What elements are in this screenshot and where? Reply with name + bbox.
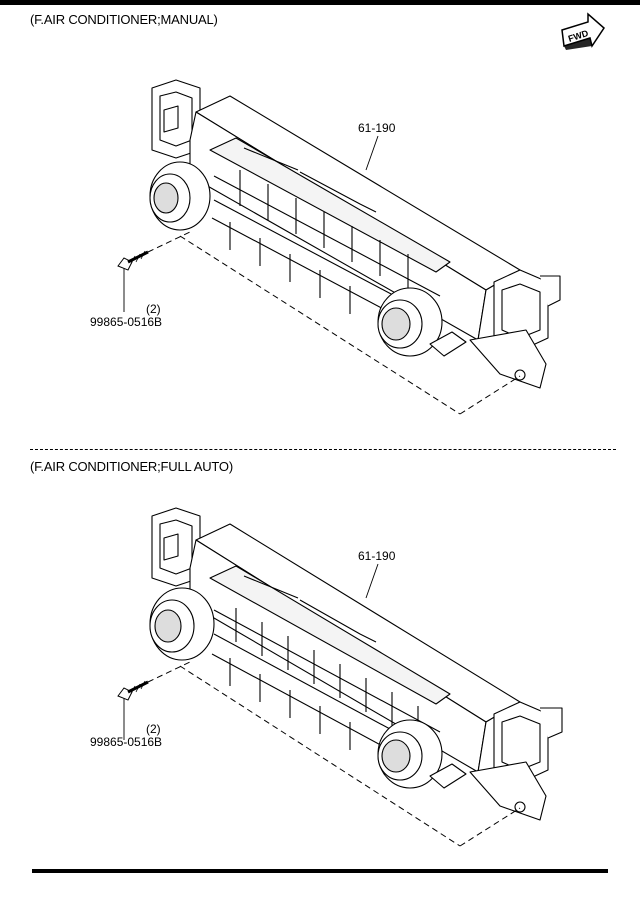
- mounting-flange: [469, 329, 547, 389]
- mounting-flange: [469, 761, 547, 821]
- fwd-arrow-icon: FWD: [561, 12, 605, 50]
- section-title-manual: (F.AIR CONDITIONER;MANUAL): [30, 12, 218, 27]
- part-number-label: 61-190: [358, 549, 396, 563]
- section-divider: [30, 449, 616, 450]
- part-number-label: 61-190: [358, 121, 396, 135]
- top-border-bar: [0, 0, 640, 5]
- section-title-full-auto: (F.AIR CONDITIONER;FULL AUTO): [30, 459, 233, 474]
- screw-part-number-label: 99865-0516B: [90, 315, 162, 329]
- screw: [117, 680, 149, 701]
- screw: [117, 250, 149, 271]
- screw-part-number-label: 99865-0516B: [90, 735, 162, 749]
- mounting-hole: [514, 801, 526, 813]
- mounting-hole: [514, 369, 526, 381]
- screw-quantity-label: (2): [146, 722, 161, 736]
- diagram-manual-climate-control: 61-190 (2) 99865-0516B: [90, 79, 561, 415]
- bottom-border-bar: [32, 869, 608, 873]
- diagram-full-auto-climate-control: 61-190 (2) 99865-0516B: [90, 507, 563, 847]
- screw-quantity-label: (2): [146, 302, 161, 316]
